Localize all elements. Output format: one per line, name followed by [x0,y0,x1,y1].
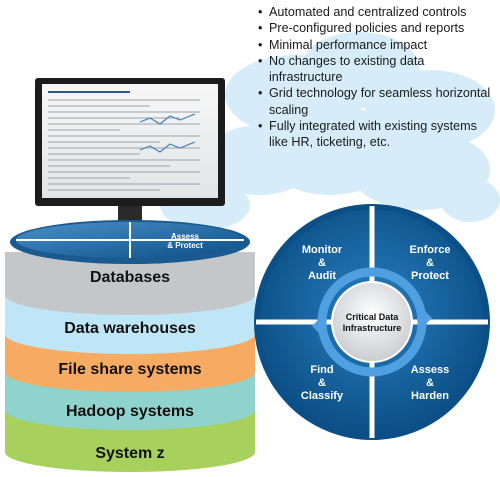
feature-item: Minimal performance impact [258,37,498,54]
quadrant-monitor-line2: & [318,257,326,269]
cycle-arrow-left [312,312,326,340]
quadrant-assess-line2: & [426,377,434,389]
center-label-line1: Critical Data [346,312,400,322]
feature-item: Pre-configured policies and reports [258,20,498,37]
quadrant-monitor-line3: Audit [308,270,336,282]
quadrant-enforce-line3: Protect [411,270,449,282]
layer-label-system-z: System z [95,445,164,462]
layer-label-file-share: File share systems [58,361,201,378]
top-disc-label-2: & Protect [167,241,203,250]
monitor-screen [42,84,218,198]
center-hub [331,281,413,363]
center-label-line2: Infrastructure [343,323,402,333]
quadrant-enforce-line1: Enforce [410,244,451,256]
layer-label-databases: Databases [90,269,170,286]
layer-databases: Assess & Protect [5,220,255,315]
quadrant-find-line2: & [318,377,326,389]
feature-item: Fully integrated with existing systems l… [258,118,498,151]
quadrant-find-line3: Classify [301,390,344,402]
cycle-arrow-right [418,304,432,332]
feature-item: No changes to existing data infrastructu… [258,53,498,86]
quadrant-monitor-line1: Monitor [302,244,343,256]
feature-list: Automated and centralized controls Pre-c… [258,4,498,151]
screen-content [48,91,200,191]
database-stack: Assess Assess & Protect [5,220,255,472]
layer-label-data-warehouses: Data warehouses [64,320,196,337]
top-disc-label: Assess [171,232,200,241]
quadrant-find-line1: Find [310,364,333,376]
layer-label-hadoop: Hadoop systems [66,403,194,420]
quadrant-assess-line3: Harden [411,390,449,402]
quadrant-enforce-line2: & [426,257,434,269]
feature-item: Grid technology for seamless horizontal … [258,85,498,118]
quadrant-assess-line1: Assess [411,364,450,376]
cycle-diagram [254,204,490,440]
feature-item: Automated and centralized controls [258,4,498,21]
